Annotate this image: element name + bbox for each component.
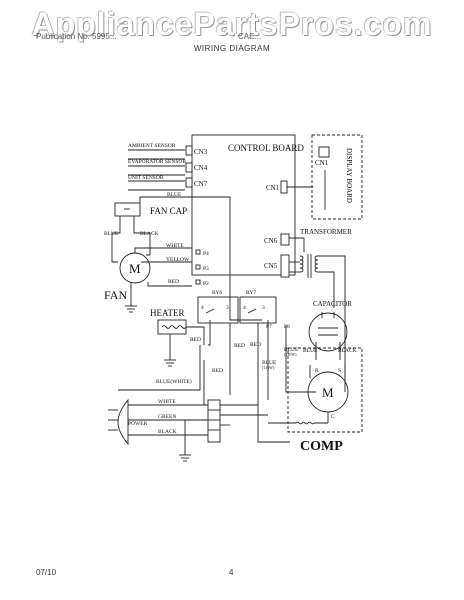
label-red-c: RED xyxy=(212,368,223,374)
label-yellow: YELLOW xyxy=(166,257,190,263)
label-red-a: RED xyxy=(234,343,245,349)
label-display-cn1: CN1 xyxy=(315,159,329,167)
control-board xyxy=(191,134,296,276)
label-p7: P7 xyxy=(266,324,272,330)
label-fan-cap: FAN CAP xyxy=(150,206,187,216)
label-cap-black: BLACK xyxy=(338,348,357,354)
page-title: WIRING DIAGRAM xyxy=(193,44,271,53)
label-p8: P8 xyxy=(284,324,290,330)
label-blue-116-sub: (116W) xyxy=(262,365,275,370)
label-cn5: CN5 xyxy=(264,262,278,270)
label-blue-116: BLUE xyxy=(262,360,277,366)
label-ry7-pin3: 3 xyxy=(262,305,265,311)
label-display-board: DISPLAY BOARD xyxy=(345,148,353,203)
label-blue-130-sub: (130W) xyxy=(284,352,297,357)
label-p4: P4 xyxy=(203,251,209,257)
label-cn6: CN6 xyxy=(264,237,278,245)
label-evaporator-sensor: EVAPORATOR SENSOR xyxy=(128,159,186,165)
display-board xyxy=(311,134,363,220)
label-blue-130: BLUE xyxy=(284,347,299,353)
label-cn7: CN7 xyxy=(194,180,208,188)
label-ry6-pin4: 4 xyxy=(201,305,204,311)
label-capacitor: CAPACITOR xyxy=(313,300,352,308)
label-white: WHITE xyxy=(166,243,184,249)
label-fan-motor: M xyxy=(129,261,141,276)
label-cn3: CN3 xyxy=(194,148,208,156)
label-black-fan: BLACK xyxy=(140,231,159,237)
label-blue-fan: BLUE xyxy=(104,231,119,237)
label-blue-white: BLUE(WHITE) xyxy=(156,378,192,385)
footer-date: 07/10 xyxy=(36,568,57,577)
label-cn4: CN4 xyxy=(194,164,208,172)
publication-number: Publication No. 5995... xyxy=(36,32,117,41)
label-power: POWER xyxy=(128,421,148,427)
label-comp-c: C xyxy=(331,414,335,420)
footer-page-number: 4 xyxy=(229,568,234,577)
relay-ry6 xyxy=(197,296,239,324)
label-transformer: TRANSFORMER xyxy=(300,228,352,236)
label-p2: P2 xyxy=(203,281,209,287)
label-ry6-pin3: 3 xyxy=(226,305,229,311)
label-ry7-pin4: 4 xyxy=(243,305,246,311)
label-ry6: RY6 xyxy=(212,290,222,296)
label-ry7: RY7 xyxy=(246,290,256,296)
label-pw-black: BLACK xyxy=(158,429,177,435)
label-p3: P3 xyxy=(203,266,209,272)
label-comp-r: R xyxy=(315,368,319,374)
label-fan: FAN xyxy=(104,288,127,302)
label-pw-green: GREEN xyxy=(158,414,176,420)
label-comp-s: S xyxy=(338,368,341,374)
label-red-b: RED xyxy=(250,342,261,348)
label-comp-motor: M xyxy=(322,385,334,400)
label-pw-white: WHITE xyxy=(158,399,176,405)
label-cap-blue: BLUE xyxy=(303,348,318,354)
label-unit-sensor: UNIT SENSOR xyxy=(128,175,164,181)
watermark-logo: AppliancePartsPros.com xyxy=(31,6,433,42)
label-comp: COMP xyxy=(300,439,343,454)
label-blue-top: BLUE xyxy=(167,192,182,198)
model-text: CAE... xyxy=(238,32,262,41)
label-ambient-sensor: AMBIENT SENSOR xyxy=(128,143,176,149)
label-heater: HEATER xyxy=(150,308,185,318)
label-red-heater: RED xyxy=(190,337,201,343)
label-control-board: CONTROL BOARD xyxy=(228,143,304,153)
label-red-fan: RED xyxy=(168,279,179,285)
label-cn1-board: CN1 xyxy=(266,184,280,192)
